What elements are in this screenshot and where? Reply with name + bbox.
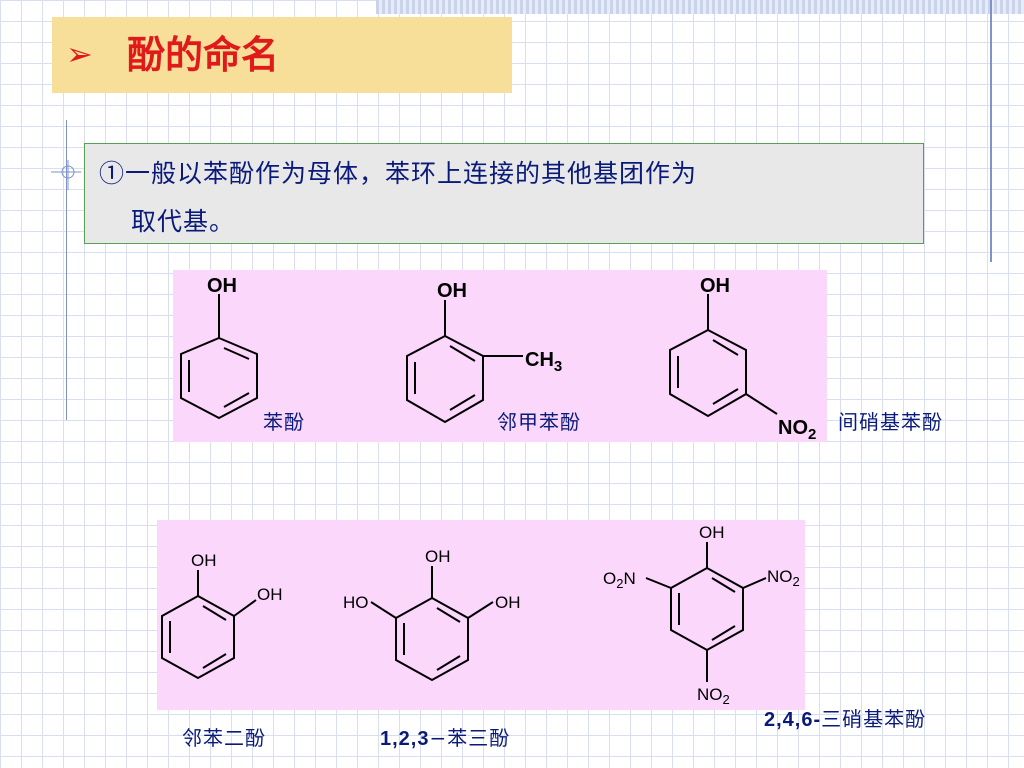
catechol-name: 邻苯二酚	[182, 726, 266, 750]
phenols-structures-top: OH OH CH3 OH NO2	[180, 275, 816, 442]
m-nitrophenol-name: 间硝基苯酚	[838, 410, 943, 434]
o-cresol-oh-label: OH	[437, 280, 467, 302]
crosshair-bullet-icon	[51, 160, 81, 190]
o-cresol-methyl-label: CH3	[525, 349, 562, 375]
phenol-name: 苯酚	[263, 410, 305, 434]
intro-line-1: ①一般以苯酚作为母体，苯环上连接的其他基团作为	[99, 159, 698, 188]
o-cresol-name: 邻甲苯酚	[497, 410, 581, 434]
catechol-oh2-label: OH	[257, 585, 283, 604]
m-nitrophenol-no2-label: NO2	[778, 417, 816, 442]
picric-acid-name: 2,4,6-三硝基苯酚	[764, 707, 927, 731]
picric-acid-structure	[645, 542, 767, 682]
catechol-structure	[161, 570, 257, 680]
pyrogallol-name: 1,2,3−苯三酚	[380, 726, 511, 750]
phenols-structures-bottom: OH OH OH HO OH OH O2N NO2 NO2	[161, 523, 800, 707]
picric-left-no2-label: O2N	[603, 569, 636, 591]
picric-right-no2-label: NO2	[767, 567, 800, 589]
intro-text-box: ①一般以苯酚作为母体，苯环上连接的其他基团作为 取代基。	[84, 143, 924, 244]
pyrogallol-oh-right-label: OH	[495, 593, 521, 612]
title-bar: ➢ 酚的命名	[52, 17, 512, 93]
arrow-bullet-icon: ➢	[66, 35, 93, 73]
pyrogallol-structure	[370, 566, 494, 682]
top-decorative-band	[376, 0, 1024, 14]
picric-oh-label: OH	[699, 523, 725, 542]
decor-line-left	[66, 120, 67, 420]
phenol-structure	[180, 294, 258, 420]
m-nitrophenol-oh-label: OH	[700, 275, 730, 297]
phenol-oh-label: OH	[207, 275, 237, 297]
pyrogallol-ho-left-label: HO	[343, 593, 369, 612]
picric-bottom-no2-label: NO2	[697, 685, 730, 707]
intro-line-2: 取代基。	[131, 207, 236, 236]
catechol-oh1-label: OH	[191, 551, 217, 570]
m-nitrophenol-structure	[669, 294, 778, 418]
pyrogallol-oh-top-label: OH	[425, 547, 451, 566]
decor-line-right	[990, 0, 992, 262]
panel-monosubstituted-phenols: OH OH CH3 OH NO2 苯酚 邻甲苯酚	[173, 270, 827, 442]
page-title: 酚的命名	[127, 33, 280, 77]
o-cresol-structure	[406, 300, 523, 424]
panel-polysubstituted-phenols: OH OH OH HO OH OH O2N NO2 NO2	[157, 520, 805, 710]
